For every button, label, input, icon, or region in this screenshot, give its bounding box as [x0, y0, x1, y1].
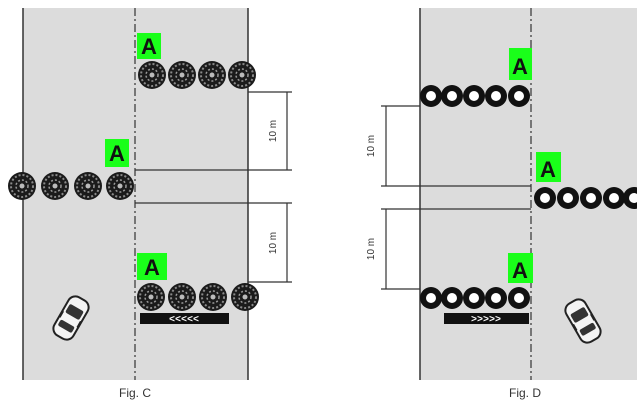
svg-text:A: A: [141, 34, 157, 59]
distance-label-bottom: 10 m: [268, 232, 279, 254]
svg-text:A: A: [512, 258, 528, 283]
marker-a-bottom: A: [137, 253, 167, 280]
svg-text:>>>>>: >>>>>: [471, 315, 501, 326]
tire-icon: [230, 282, 260, 312]
tire-icon: [557, 187, 579, 209]
tire-icon: [580, 187, 602, 209]
dimension-top: [135, 91, 292, 171]
dimension-bottom: [135, 202, 292, 283]
figure-caption: Fig. C: [119, 386, 151, 400]
tire-icon: [167, 282, 197, 312]
tire-icon: [485, 85, 507, 107]
distance-label-top: 10 m: [268, 120, 279, 142]
tire-icon: [603, 187, 625, 209]
tire-icon: [40, 171, 70, 201]
tire-icon: [167, 60, 197, 90]
figure-caption: Fig. D: [509, 386, 541, 400]
marker-a-top: A: [509, 48, 532, 80]
tire-icon: [420, 287, 442, 309]
direction-sign-left: <<<<<: [140, 313, 229, 326]
tire-icon: [441, 85, 463, 107]
tire-icon: [534, 187, 556, 209]
dimension-bottom: [381, 208, 531, 290]
svg-text:A: A: [512, 54, 528, 79]
distance-label-bottom: 10 m: [366, 238, 377, 260]
figure-c: A A A 10 m 10 m <<<<< Fig.: [7, 8, 292, 400]
tire-row-middle: [534, 187, 637, 209]
svg-text:A: A: [144, 255, 160, 280]
tire-row-top: [420, 85, 530, 107]
dimension-top: [381, 105, 531, 187]
tire-row-bottom: [420, 287, 530, 309]
marker-a-bottom: A: [508, 253, 533, 283]
distance-label-top: 10 m: [366, 135, 377, 157]
tire-icon: [485, 287, 507, 309]
tire-icon: [508, 85, 530, 107]
tire-icon: [197, 60, 227, 90]
svg-text:<<<<<: <<<<<: [169, 315, 199, 326]
tire-icon: [73, 171, 103, 201]
tire-icon: [137, 60, 167, 90]
svg-text:A: A: [540, 157, 556, 182]
figure-d: A A A 10 m 10 m >>>>> Fig.: [366, 8, 637, 400]
tire-icon: [420, 85, 442, 107]
tire-icon: [105, 171, 135, 201]
tire-icon: [463, 85, 485, 107]
svg-text:A: A: [109, 141, 125, 166]
marker-a-top: A: [137, 33, 161, 59]
marker-a-middle: A: [536, 152, 561, 182]
marker-a-middle: A: [105, 139, 129, 167]
direction-sign-right: >>>>>: [444, 313, 529, 326]
tire-icon: [136, 282, 166, 312]
tire-icon: [7, 171, 37, 201]
tire-icon: [198, 282, 228, 312]
tire-icon: [463, 287, 485, 309]
tire-icon: [227, 60, 257, 90]
tire-icon: [441, 287, 463, 309]
tire-icon: [508, 287, 530, 309]
